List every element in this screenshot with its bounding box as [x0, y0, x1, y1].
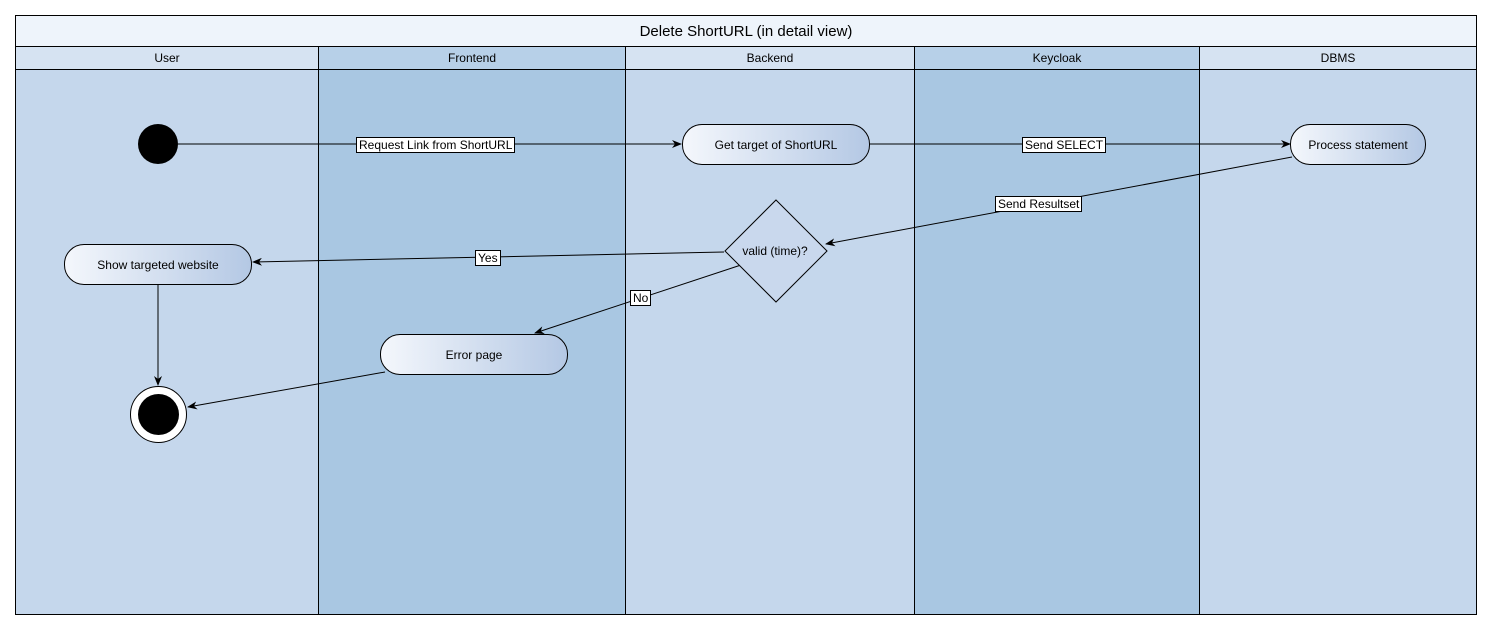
action-error-page: Error page	[380, 334, 568, 375]
lane-user: User	[16, 47, 319, 614]
end-node	[130, 386, 187, 443]
lane-header-dbms: DBMS	[1200, 47, 1476, 70]
action-get-target: Get target of ShortURL	[682, 124, 870, 165]
lane-header-frontend: Frontend	[319, 47, 625, 70]
label-send-resultset: Send Resultset	[995, 196, 1083, 212]
action-process-statement: Process statement	[1290, 124, 1426, 165]
decision-label: valid (time)?	[742, 244, 808, 258]
label-request-link: Request Link from ShortURL	[356, 137, 516, 153]
decision-diamond	[724, 199, 828, 303]
label-no: No	[630, 290, 652, 306]
lane-header-user: User	[16, 47, 318, 70]
action-show-website: Show targeted website	[64, 244, 252, 285]
label-send-select: Send SELECT	[1022, 137, 1107, 153]
edge-error-to-end	[187, 371, 386, 410]
end-node-core	[138, 394, 179, 435]
lane-header-backend: Backend	[626, 47, 914, 70]
lane-header-keycloak: Keycloak	[915, 47, 1199, 70]
diagram-title: Delete ShortURL (in detail view)	[16, 16, 1476, 47]
start-node	[138, 124, 178, 164]
label-yes: Yes	[475, 250, 501, 266]
